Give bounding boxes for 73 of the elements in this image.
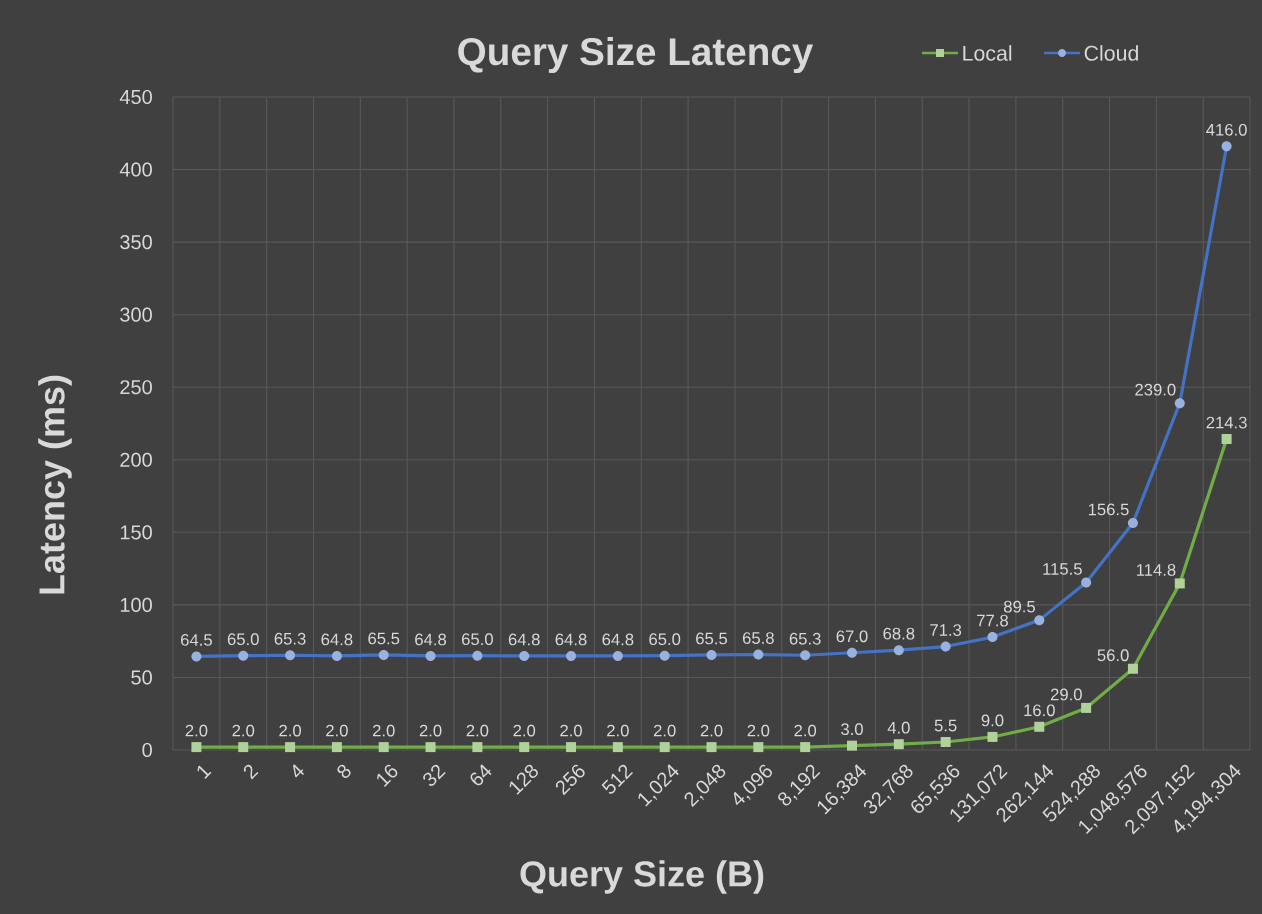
data-label: 2.0: [607, 724, 629, 737]
tick-label: 150: [120, 525, 152, 540]
data-label: 68.8: [883, 627, 915, 640]
tick-label: 32: [423, 764, 446, 786]
tick-label: 8: [337, 764, 351, 778]
data-label: 2.0: [466, 724, 489, 737]
tick-label: 4: [293, 764, 305, 778]
data-label: 64.5: [181, 634, 212, 646]
tick-label: 2: [243, 764, 259, 780]
data-label: 65.8: [742, 632, 774, 644]
chart-title: Query Size Latency: [458, 36, 814, 73]
data-label: 5.5: [934, 719, 957, 732]
data-label: 115.5: [1043, 563, 1082, 575]
data-label: 29.0: [1050, 688, 1082, 701]
data-label: 65.3: [274, 632, 306, 645]
data-label: 64.8: [508, 633, 540, 646]
data-label: 416.0: [1206, 123, 1247, 136]
data-label: 65.3: [789, 632, 821, 645]
tick-label: 512: [601, 764, 633, 794]
data-label: 156.5: [1088, 503, 1129, 516]
data-label: 214.3: [1206, 416, 1247, 429]
data-label: 2.0: [747, 724, 770, 737]
data-label: 2.0: [373, 724, 395, 737]
axis-title: Query Size (B): [520, 860, 764, 894]
tick-label: 1: [197, 765, 212, 779]
tick-label: 250: [120, 380, 152, 395]
data-label: 89.5: [1004, 600, 1035, 613]
data-label: 2.0: [653, 724, 676, 737]
legend-item: Cloud: [1044, 45, 1138, 61]
data-label: 239.0: [1135, 383, 1176, 396]
tick-label: 128: [509, 764, 538, 795]
data-label: 65.5: [696, 632, 728, 645]
tick-label: 450: [119, 89, 152, 105]
data-label: 71.3: [930, 624, 962, 636]
data-label: 2.0: [419, 724, 442, 737]
data-label: 16.0: [1024, 704, 1055, 717]
data-label: 3.0: [841, 723, 863, 736]
data-label: 2.0: [232, 724, 255, 737]
data-label: 64.8: [321, 633, 353, 646]
data-label: 2.0: [279, 724, 301, 737]
tick-label: 350: [120, 235, 152, 250]
data-label: 114.8: [1137, 564, 1176, 576]
data-label: 65.0: [227, 633, 259, 646]
legend-item: Local: [922, 45, 1012, 61]
data-label: 67.0: [836, 630, 868, 643]
tick-label: 400: [119, 162, 152, 177]
legend-label: Local: [963, 45, 1012, 61]
data-label: 2.0: [326, 724, 348, 737]
tick-label: 300: [120, 307, 152, 322]
tick-label: 50: [131, 670, 152, 685]
data-label: 65.0: [462, 633, 493, 646]
data-label: 9.0: [981, 714, 1004, 727]
tick-label: 16: [377, 764, 398, 787]
data-label: 2.0: [700, 724, 723, 737]
legend-label: Cloud: [1084, 45, 1138, 61]
tick-label: 64: [470, 764, 492, 786]
data-label: 64.8: [555, 633, 587, 646]
data-label: 2.0: [560, 724, 582, 737]
data-label: 64.8: [415, 633, 447, 646]
data-label: 2.0: [513, 724, 536, 737]
data-label: 77.8: [977, 614, 1008, 627]
axis-title: Latency (ms): [38, 375, 72, 594]
data-label: 2.0: [185, 724, 208, 737]
tick-label: 0: [142, 742, 152, 758]
tick-label: 100: [120, 597, 152, 612]
data-label: 64.8: [602, 633, 634, 646]
data-label: 4.0: [887, 721, 910, 734]
data-label: 65.5: [368, 632, 400, 645]
data-label: 2.0: [794, 724, 817, 737]
data-label: 65.0: [649, 633, 681, 646]
tick-label: 256: [555, 764, 585, 796]
data-label: 56.0: [1097, 649, 1129, 662]
tick-label: 200: [120, 452, 152, 467]
